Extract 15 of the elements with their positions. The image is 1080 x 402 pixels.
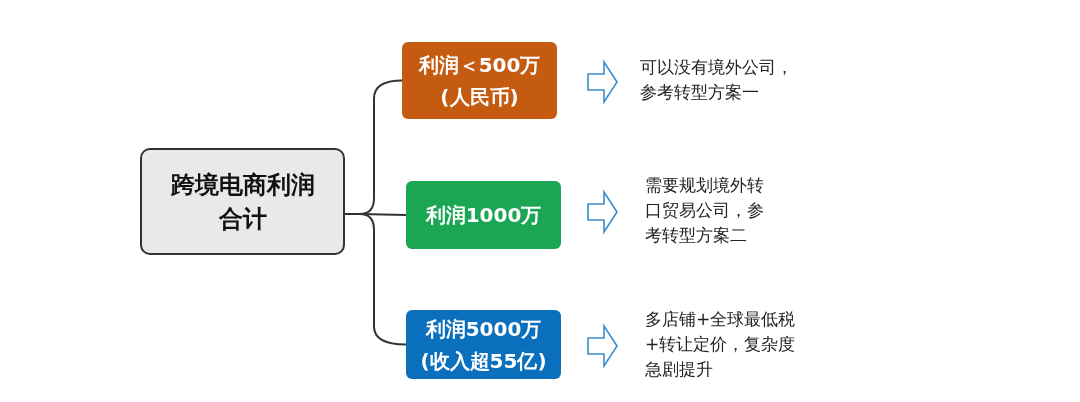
block-arrow xyxy=(587,189,618,235)
note-text: 多店铺+全球最低税+转让定价，复杂度急剧提升 xyxy=(645,307,797,381)
block-arrow xyxy=(587,59,618,105)
profit-box xyxy=(402,42,557,119)
box-label: 跨境电商利润合计 xyxy=(169,169,316,235)
note-text: 可以没有境外公司，参考转型方案一 xyxy=(640,56,794,104)
note-text: 需要规划境外转口贸易公司，参考转型方案二 xyxy=(645,173,765,247)
profit-box xyxy=(406,181,561,249)
profit-box xyxy=(406,310,561,379)
box-label: 利润1000万 xyxy=(425,202,542,229)
summary-box xyxy=(140,148,345,255)
box-label: 利润5000万 (收入超55亿) xyxy=(419,315,548,375)
box-label: 利润＜500万 (人民币) xyxy=(417,51,542,111)
brace-line xyxy=(344,213,407,346)
block-arrow xyxy=(587,323,618,369)
